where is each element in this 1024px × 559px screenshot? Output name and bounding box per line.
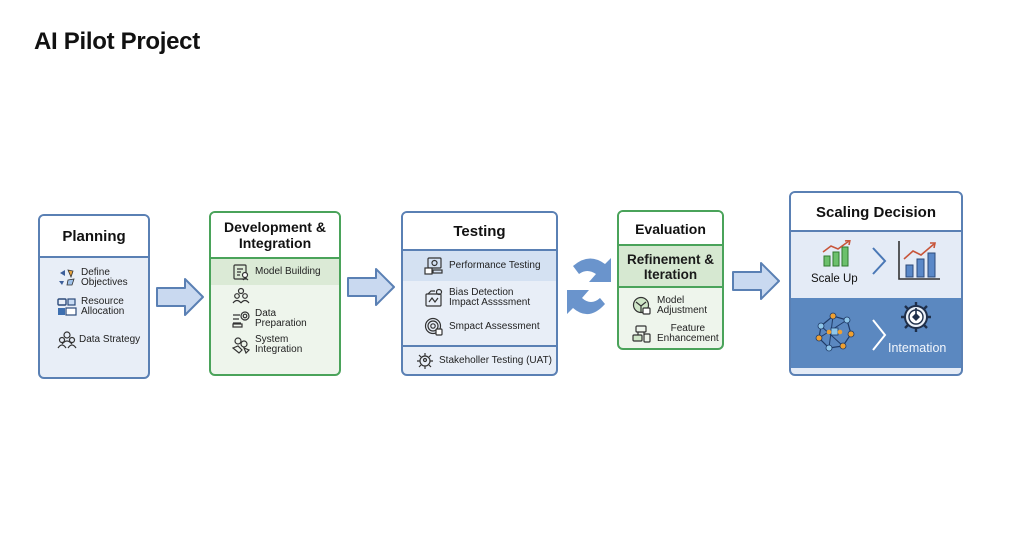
list-item: Performance Testing (403, 251, 556, 281)
gear-people-icon (415, 352, 435, 370)
evaluation-stage: Evaluation Refinement & Iteration Model … (617, 210, 724, 350)
cycle-arrow-icon (567, 258, 611, 315)
planning-header: Planning (40, 216, 148, 258)
list-item: Bias Detection Impact Assssment (423, 283, 556, 313)
list-item: Model Adjustment (631, 293, 722, 319)
refinement-header: Refinement & Iteration (619, 246, 722, 288)
development-stage: Development & Integration Model Building… (209, 211, 341, 376)
stakeholder-testing-row: Stakeholler Testing (UAT) (403, 345, 556, 374)
item-label-line2: Objectives (81, 277, 128, 288)
scaling-decision-stage: Scaling Decision Scale Up (789, 191, 963, 376)
item-label-line1: Feature (670, 323, 706, 334)
item-label-line1: System (255, 334, 289, 345)
item-label: Stakeholler Testing (UAT) (439, 354, 553, 366)
item-label: Performance Testing (449, 260, 541, 271)
item-label-line2: Preparation (255, 318, 307, 329)
item-label-line1: Data (255, 308, 277, 319)
list-item: Model Building (211, 259, 339, 285)
integration-band: Intemation (791, 298, 961, 368)
header-line2: Integration (238, 235, 312, 251)
integration-label: Intemation (888, 341, 947, 355)
monitor-performance-icon (423, 256, 445, 276)
people-group-icon (56, 330, 78, 350)
target-objectives-icon (56, 268, 78, 288)
list-item: Data Preparation (231, 307, 339, 331)
system-integration-icon (231, 336, 251, 354)
list-item: Resource Allocation (56, 294, 148, 320)
flow-arrow (156, 278, 204, 316)
feature-enhancement-icon (631, 324, 653, 344)
list-item: Smpact Assessment (423, 314, 556, 340)
page-title: AI Pilot Project (34, 28, 200, 55)
list-item: Data Strategy (56, 328, 148, 352)
bar-chart-growth-icon (822, 240, 851, 267)
planning-stage: Planning Define Objectives Resource Allo… (38, 214, 150, 379)
chevron-right-icon (872, 247, 887, 275)
resource-allocation-icon (56, 297, 78, 317)
item-label-line1: Resource (81, 296, 124, 307)
team-icon (231, 287, 251, 305)
scale-up-band: Scale Up (791, 232, 961, 298)
item-label-line2: Integration (255, 344, 303, 355)
item-label-line1: Define (81, 267, 110, 278)
evaluation-header: Evaluation (619, 212, 722, 246)
item-label: Smpact Assessment (449, 321, 540, 332)
testing-header: Testing (403, 213, 556, 251)
bar-chart-scaled-icon (898, 241, 940, 280)
item-label: Data Strategy (79, 334, 141, 345)
item-label-line1: Model (657, 295, 685, 306)
bias-detection-icon (423, 288, 445, 308)
document-model-icon (231, 263, 251, 281)
item-label-line2: Adjustment (657, 305, 708, 316)
item-label-line1: Bias Detection (449, 287, 514, 298)
subheader-line1: Refinement & (626, 252, 714, 267)
model-adjustment-icon (631, 296, 653, 316)
development-header: Development & Integration (211, 213, 339, 259)
list-item: System Integration (231, 333, 339, 357)
subheader-line2: Iteration (643, 267, 698, 282)
target-impact-icon (423, 317, 445, 337)
item-label: Model Building (255, 266, 321, 277)
flow-arrow (732, 262, 780, 300)
list-item: Define Objectives (56, 266, 148, 290)
item-label-line2: Impact Assssment (449, 297, 531, 308)
list-item: Feature Enhancement (631, 321, 722, 347)
scaling-header: Scaling Decision (791, 193, 961, 232)
data-preparation-icon (231, 310, 251, 328)
scale-up-label: Scale Up (811, 273, 858, 285)
chevron-right-icon (872, 319, 887, 351)
list-item (231, 285, 339, 307)
flow-arrow (347, 268, 395, 306)
gear-integration-icon (901, 302, 931, 332)
testing-stage: Testing Performance Testing Bias Detecti… (401, 211, 558, 376)
header-line1: Development & (224, 219, 326, 235)
item-label-line2: Allocation (81, 306, 125, 317)
item-label-line2: Enhancement (657, 333, 719, 344)
network-nodes-icon (815, 312, 855, 352)
